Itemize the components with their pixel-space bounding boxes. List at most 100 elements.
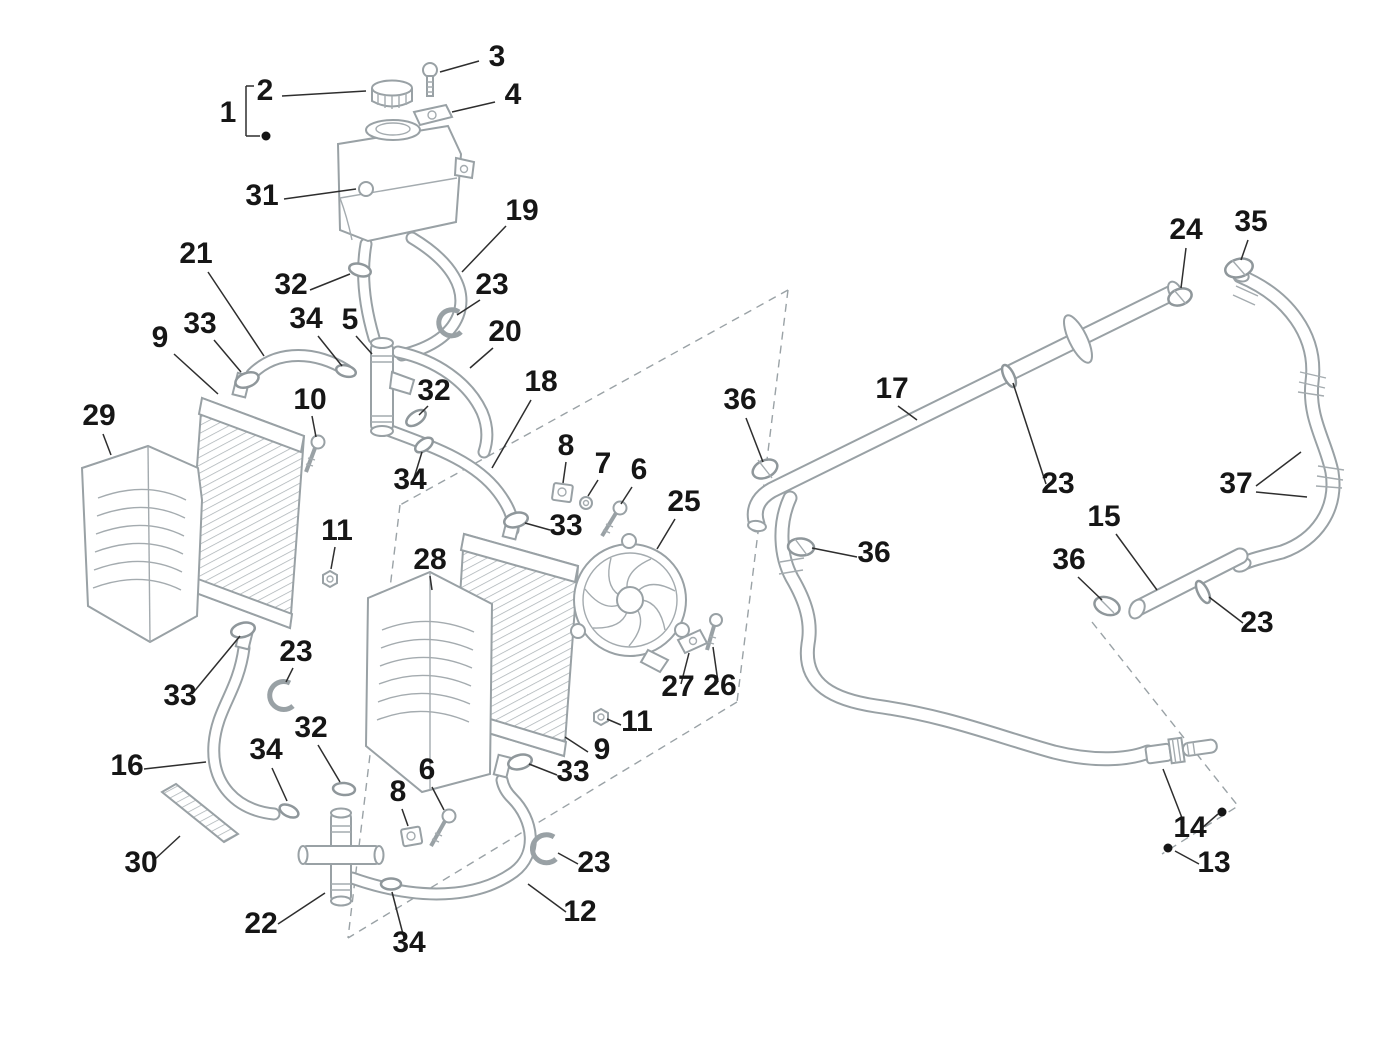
leader-line-23-50-0 xyxy=(557,852,579,865)
part-label-29-33: 33 xyxy=(549,509,582,542)
clamp-36-a xyxy=(751,458,779,480)
part-label-38-27: 27 xyxy=(661,670,694,703)
hose-19 xyxy=(395,231,468,362)
strip-30 xyxy=(160,782,240,844)
leader-line-33-36-0 xyxy=(191,635,241,695)
leader-line-27-38-0 xyxy=(680,652,690,685)
nut-11b xyxy=(593,707,609,727)
cross-fitting-22 xyxy=(297,807,385,907)
leader-line-2-1-0 xyxy=(281,90,367,97)
part-label-4-31: 31 xyxy=(245,179,278,212)
screw-6a xyxy=(600,500,628,538)
clamp-34-c xyxy=(278,803,300,819)
tank-sensor-31 xyxy=(358,181,374,197)
part-label-14-9: 9 xyxy=(152,321,169,354)
part-label-8-21: 21 xyxy=(179,237,212,270)
leader-line-26-39-0 xyxy=(712,646,719,683)
clamp-34-a xyxy=(334,363,358,379)
bleed-fitting-14-13 xyxy=(1144,736,1218,765)
leader-line-6-46-0 xyxy=(431,786,445,811)
t-fitting-5 xyxy=(370,337,416,437)
screw-6b xyxy=(429,808,457,847)
part-label-24-6: 6 xyxy=(631,453,648,486)
part-label-2-4: 4 xyxy=(505,78,522,111)
part-label-50-23: 23 xyxy=(577,846,610,879)
part-label-26-37: 37 xyxy=(1219,467,1252,500)
clamp-35 xyxy=(1224,257,1254,279)
leader-line-9-42-0 xyxy=(564,736,589,753)
pipe-17 xyxy=(746,280,1183,533)
leader-line-14-48-0 xyxy=(1162,768,1185,824)
part-label-25-23: 23 xyxy=(1041,467,1074,500)
leader-line-21-8-0 xyxy=(207,271,265,357)
plate-8b xyxy=(400,825,424,848)
part-label-13-20: 20 xyxy=(488,315,521,348)
part-label-7-35: 35 xyxy=(1234,205,1267,238)
pipe-15 xyxy=(1128,547,1249,620)
leader-line-33-15-0 xyxy=(213,339,242,373)
leader-line-7-23-0 xyxy=(587,479,599,497)
leader-line-10-21-0 xyxy=(311,415,317,438)
clamp-33-top-left xyxy=(234,370,260,390)
part-label-22-8: 8 xyxy=(558,429,575,462)
screw-3 xyxy=(422,62,438,97)
clamp-34-d xyxy=(379,877,403,891)
part-label-0-3: 3 xyxy=(489,40,506,73)
part-label-33-36: 36 xyxy=(1052,543,1085,576)
leader-line-36-32-0 xyxy=(811,547,858,558)
leader-line-36-33-0 xyxy=(1077,576,1103,601)
leader-line-3-0-0 xyxy=(439,60,480,73)
fan-25 xyxy=(570,533,690,674)
part-label-39-26: 26 xyxy=(703,669,736,702)
part-label-21-10: 10 xyxy=(293,383,326,416)
part-label-9-32: 32 xyxy=(274,268,307,301)
leader-line-9-14-0 xyxy=(173,353,219,395)
part-label-12-5: 5 xyxy=(342,303,359,336)
part-label-46-6: 6 xyxy=(419,753,436,786)
part-label-49-30: 30 xyxy=(124,846,157,879)
hose-21 xyxy=(245,349,353,381)
part-label-52-12: 12 xyxy=(563,895,596,928)
leader-line-23-10-0 xyxy=(456,299,481,316)
part-label-10-23: 23 xyxy=(475,268,508,301)
part-label-30-15: 15 xyxy=(1087,500,1120,533)
leader-line-20-13-0 xyxy=(469,347,494,369)
leader-line-23-35-0 xyxy=(1208,596,1244,624)
part-label-36-33: 33 xyxy=(163,679,196,712)
clamp-36-b xyxy=(786,537,816,557)
leader-line-32-9-0 xyxy=(309,273,351,291)
leader-line-32-17-0 xyxy=(418,405,429,416)
leader-line-31-4-0 xyxy=(283,188,357,200)
part-label-15-33: 33 xyxy=(183,307,216,340)
leader-line-32-41-0 xyxy=(317,744,341,783)
leader-line-23-25-0 xyxy=(1012,382,1047,485)
clamp-33-bottom-left xyxy=(230,621,256,639)
part-label-23-7: 7 xyxy=(595,447,612,480)
part-label-5-19: 19 xyxy=(505,194,538,227)
part-label-27-25: 25 xyxy=(667,485,700,518)
clamp-24 xyxy=(1167,287,1193,307)
leader-line-4-2-0 xyxy=(451,101,496,113)
clamp-36-c xyxy=(1093,595,1121,617)
part-label-3-1: 1 xyxy=(220,96,237,129)
leader-line-11-40-0 xyxy=(606,718,622,726)
ring-23-top xyxy=(436,307,463,339)
hose-20 xyxy=(391,345,494,459)
clamp-33-center-bottom xyxy=(507,753,533,771)
clamp-34-b xyxy=(413,436,435,454)
tank-outlet-hose xyxy=(357,237,381,345)
leader-line-11-31-0 xyxy=(330,546,336,570)
leader-line-19-5-0 xyxy=(461,225,507,273)
leader-line-34-54-0 xyxy=(391,891,405,939)
leader-line-30-49-0 xyxy=(153,835,181,861)
leader-line-29-20-0 xyxy=(102,433,112,456)
washer-7 xyxy=(579,496,593,510)
leader-line-15-30-0 xyxy=(1115,533,1158,591)
leader-line-33-45-0 xyxy=(528,763,558,776)
leader-line-35-7-0 xyxy=(1240,239,1249,261)
leader-line-23-37-0 xyxy=(285,667,294,683)
ref-dot-13-51-0 xyxy=(1163,843,1173,853)
part-label-51-13: 13 xyxy=(1197,846,1230,879)
screw-10 xyxy=(304,434,326,473)
leader-line-25-27-0 xyxy=(656,518,676,550)
